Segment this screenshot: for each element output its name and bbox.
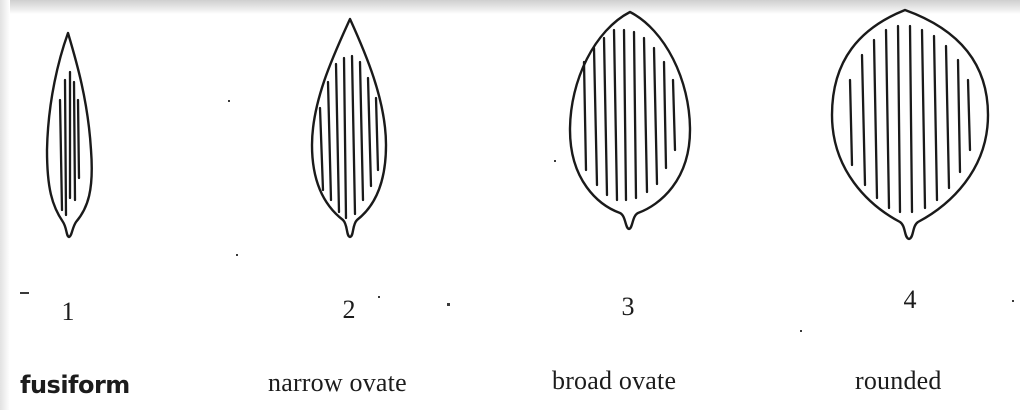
shape-4-rounded — [832, 10, 988, 239]
shape-3-broad-ovate — [570, 12, 690, 229]
shape-1-name: fusiform — [20, 373, 130, 397]
shape-3-outline — [570, 12, 690, 229]
shape-2-number: 2 — [343, 297, 356, 323]
shape-4-name: rounded — [855, 368, 942, 394]
shape-3-number: 3 — [622, 294, 635, 320]
shape-4-veins — [850, 26, 970, 212]
shape-1-number: 1 — [62, 299, 75, 325]
shape-3-name: broad ovate — [552, 368, 676, 394]
shape-2-narrow-ovate — [312, 19, 386, 237]
shape-3-veins — [584, 30, 675, 200]
shape-2-outline — [312, 19, 386, 237]
shape-2-veins — [320, 56, 378, 218]
shape-1-fusiform — [47, 33, 92, 237]
shape-1-veins — [60, 72, 79, 215]
shape-4-number: 4 — [904, 287, 917, 313]
shape-2-name: narrow ovate — [268, 370, 407, 396]
